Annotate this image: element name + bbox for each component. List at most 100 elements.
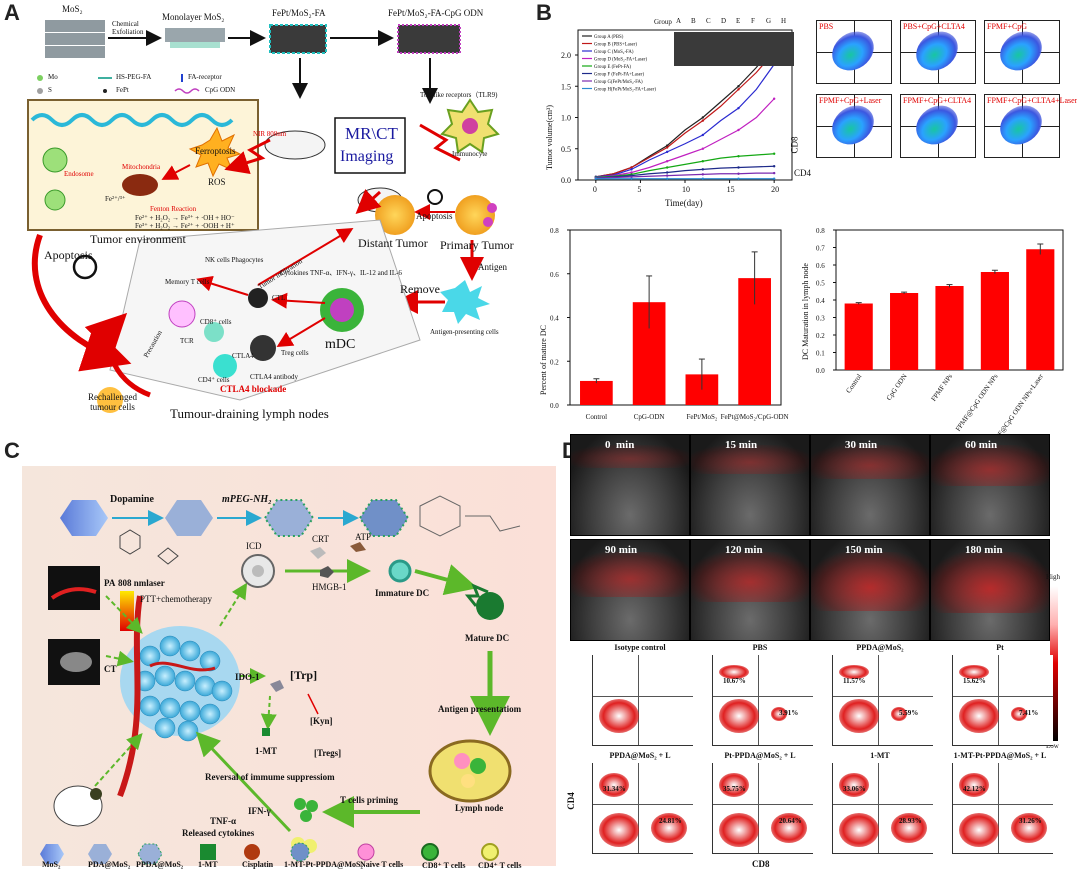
- trp-label: [Trp]: [290, 668, 318, 682]
- ultrasound-image: 120 min: [690, 539, 810, 641]
- icd-label: ICD: [246, 541, 262, 551]
- data-point: [772, 177, 776, 180]
- legend-hs-peg-fa: HS-PEG-FA: [116, 73, 152, 81]
- q1-percent: 15.62%: [963, 677, 986, 685]
- q1-percent: 10.67%: [723, 677, 746, 685]
- bar: [935, 286, 964, 370]
- data-point: [630, 168, 633, 171]
- y-tick-label: 0.0: [561, 176, 571, 185]
- group-header: Group: [654, 18, 672, 26]
- fept-mos2-fa-cpg-icon: [397, 24, 461, 54]
- data-point: [737, 88, 740, 91]
- legend-entry: Group D (MoS₂-FA+Laser): [594, 58, 647, 63]
- flow-plot: 35.75%20.64%: [712, 763, 813, 854]
- panel-a: A: [0, 0, 530, 430]
- q1-percent: 11.57%: [843, 677, 866, 685]
- legend-entry: Group B (PBS+Laser): [594, 43, 637, 48]
- released-label: Released cytokines: [182, 828, 255, 838]
- panel-label-b: B: [536, 0, 552, 25]
- mature-dc-label: Mature DC: [465, 633, 510, 643]
- data-point: [665, 150, 669, 154]
- data-point: [701, 133, 705, 137]
- tregs-label: [Tregs]: [314, 748, 342, 758]
- primary-tumor-label: Primary Tumor: [440, 238, 514, 252]
- q4-percent: 20.64%: [779, 817, 802, 825]
- y-tick-label: 1.0: [561, 114, 571, 123]
- time-label: 0 min: [605, 439, 635, 451]
- lymph-node-label: Lymph node: [455, 803, 504, 813]
- mos2-stack-icon: [45, 20, 105, 58]
- data-point: [737, 155, 740, 158]
- data-point: [665, 174, 669, 177]
- flow-panel-title: PPDA@MoS₂: [856, 643, 904, 652]
- flow-panel-title: Pt-PPDA@MoS₂ + L: [724, 751, 796, 760]
- nk-label: NK cells Phagocytes: [205, 256, 264, 264]
- x-axis-label: Time(day): [665, 198, 703, 208]
- fept-mos2-fa-cpg-label: FePt/MoS₂-FA-CpG ODN: [388, 8, 484, 18]
- mos2-label: MoS₂: [62, 4, 83, 14]
- series-line: [595, 165, 775, 179]
- legend-s: S: [48, 86, 52, 94]
- exfoliation-label: Chemical Exfoliation: [112, 20, 144, 36]
- flow-plot: [592, 655, 693, 746]
- series-line: [595, 172, 775, 179]
- fenton-label: Fenton Reaction: [150, 205, 197, 213]
- fept-mos2-fa-icon: [269, 24, 327, 54]
- panel-c: C: [0, 436, 560, 872]
- x-tick-label: 0: [593, 185, 597, 194]
- reversal-label: Reversal of immume suppressiom: [205, 772, 335, 782]
- priming-label: T cells priming: [340, 795, 398, 805]
- x-tick-label: 20: [771, 185, 779, 194]
- bar: [980, 272, 1009, 370]
- q4-percent: 7.41%: [1019, 709, 1039, 717]
- reaction-2: Fe³⁺ + H₂O₂ → Fe²⁺ + ·OOH + H⁺: [135, 222, 235, 230]
- flow-plot: 11.57%5.59%: [832, 655, 933, 746]
- panel-label-c: C: [4, 438, 20, 463]
- flow-panel: PPDA@MoS₂ 11.57%5.59%: [824, 643, 936, 748]
- kyn-label: [Kyn]: [310, 716, 333, 726]
- y-tick-label: 0.5: [816, 280, 825, 288]
- time-label: 180 min: [965, 544, 1003, 556]
- ultrasound-image: 0 min: [570, 434, 690, 536]
- data-point: [737, 166, 740, 169]
- flow-plot-title: PBS: [819, 22, 834, 31]
- group-letter: F: [751, 17, 755, 25]
- flow-plot: 42.12%31.26%: [952, 763, 1053, 854]
- fe-label: Fe²⁺/³⁺: [105, 195, 126, 203]
- category-label: FePt@MoS₂/CpG-ODN: [721, 413, 789, 421]
- flow-plot: FPMF+CpG+Laser: [816, 94, 892, 158]
- legend-fept: FePt: [116, 86, 129, 94]
- imaging-label-1: MR\CT: [345, 124, 398, 143]
- flow-axis-y: CD8: [789, 136, 800, 154]
- legend-entry: Group F (FePt-FA+Laser): [594, 73, 644, 78]
- ultrasound-image: 60 min: [930, 434, 1050, 536]
- data-point: [737, 128, 740, 132]
- axis-x-label: CD8: [752, 859, 770, 869]
- x-tick-label: 10: [682, 185, 690, 194]
- category-label: FePt/MoS₂: [686, 413, 717, 421]
- mt-label: 1-MT: [255, 746, 277, 756]
- flow-panel-title: 1-MT: [870, 751, 890, 760]
- time-label: 15 min: [725, 439, 758, 451]
- y-tick-label: 0.2: [816, 332, 825, 340]
- data-point: [665, 166, 669, 169]
- flow-panel: Pt-PPDA@MoS₂ + L 35.75%20.64%: [704, 751, 816, 856]
- group-letter: G: [766, 17, 772, 25]
- group-letter: C: [706, 17, 711, 25]
- data-point: [701, 168, 705, 171]
- distant-tumor-label: Distant Tumor: [358, 236, 428, 250]
- legend-entry: Group G(FePt/MoS₂-FA): [594, 80, 643, 85]
- apc-label: Antigen-presenting cells: [430, 328, 499, 336]
- ultrasound-scale: [1050, 586, 1058, 741]
- legend-mo: Mo: [48, 73, 58, 81]
- flow-panel: Isotype control: [584, 643, 696, 748]
- x-tick-label: 15: [727, 185, 735, 194]
- legend-entry: Group H(FePt/MoS₂-FA+Laser): [594, 88, 656, 93]
- ctla4-antibody-label: CTLA4 antibody: [250, 373, 299, 381]
- data-point: [701, 160, 705, 163]
- group-letter: A: [676, 17, 682, 25]
